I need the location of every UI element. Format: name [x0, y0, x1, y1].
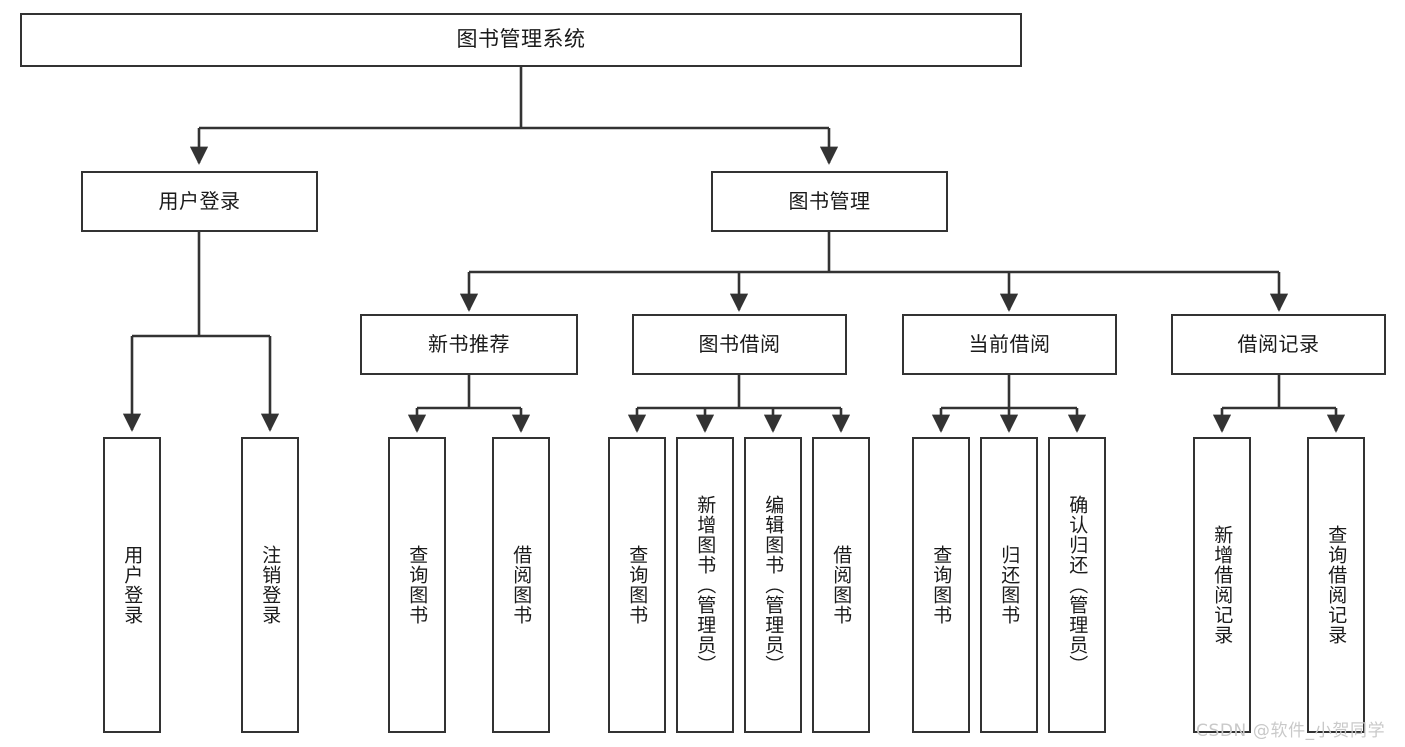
node-label: 用户登录 — [158, 189, 241, 214]
node-label: 新增图书（管理员） — [694, 495, 717, 675]
leaf-current-query-book[interactable]: 查询图书 — [912, 437, 970, 733]
node-label: 借阅图书 — [830, 545, 853, 625]
leaf-borrow-query-book[interactable]: 查询图书 — [608, 437, 666, 733]
node-label: 查询图书 — [406, 545, 429, 625]
leaf-user-logout[interactable]: 注销登录 — [241, 437, 299, 733]
node-label: 新书推荐 — [428, 332, 510, 357]
node-label: 编辑图书（管理员） — [762, 495, 785, 675]
node-label: 归还图书 — [998, 545, 1021, 625]
leaf-record-add[interactable]: 新增借阅记录 — [1193, 437, 1251, 733]
node-label: 查询图书 — [930, 545, 953, 625]
leaf-user-login[interactable]: 用户登录 — [103, 437, 161, 733]
leaf-new-book-borrow[interactable]: 借阅图书 — [492, 437, 550, 733]
node-label: 图书管理系统 — [456, 27, 586, 52]
node-current-borrow[interactable]: 当前借阅 — [902, 314, 1117, 375]
node-label: 查询图书 — [626, 545, 649, 625]
leaf-record-query[interactable]: 查询借阅记录 — [1307, 437, 1365, 733]
node-book-borrow[interactable]: 图书借阅 — [632, 314, 847, 375]
node-borrow-record[interactable]: 借阅记录 — [1171, 314, 1386, 375]
node-label: 查询借阅记录 — [1325, 525, 1348, 645]
node-book-management[interactable]: 图书管理 — [711, 171, 948, 232]
node-label: 注销登录 — [259, 545, 282, 625]
node-new-book-recommend[interactable]: 新书推荐 — [360, 314, 578, 375]
node-user-login[interactable]: 用户登录 — [81, 171, 318, 232]
node-label: 当前借阅 — [968, 332, 1051, 357]
node-label: 借阅图书 — [510, 545, 533, 625]
node-root-system[interactable]: 图书管理系统 — [20, 13, 1022, 67]
leaf-new-book-query[interactable]: 查询图书 — [388, 437, 446, 733]
node-label: 借阅记录 — [1237, 332, 1320, 357]
leaf-borrow-borrow-book[interactable]: 借阅图书 — [812, 437, 870, 733]
csdn-watermark: CSDN @软件_小贺同学 — [1196, 721, 1386, 741]
node-label: 图书借阅 — [698, 332, 781, 357]
leaf-borrow-edit-book-admin[interactable]: 编辑图书（管理员） — [744, 437, 802, 733]
node-label: 用户登录 — [121, 545, 144, 625]
node-label: 新增借阅记录 — [1211, 525, 1234, 645]
leaf-borrow-add-book-admin[interactable]: 新增图书（管理员） — [676, 437, 734, 733]
leaf-current-return-book[interactable]: 归还图书 — [980, 437, 1038, 733]
leaf-current-confirm-return-admin[interactable]: 确认归还（管理员） — [1048, 437, 1106, 733]
node-label: 确认归还（管理员） — [1066, 495, 1089, 675]
node-label: 图书管理 — [788, 189, 871, 214]
